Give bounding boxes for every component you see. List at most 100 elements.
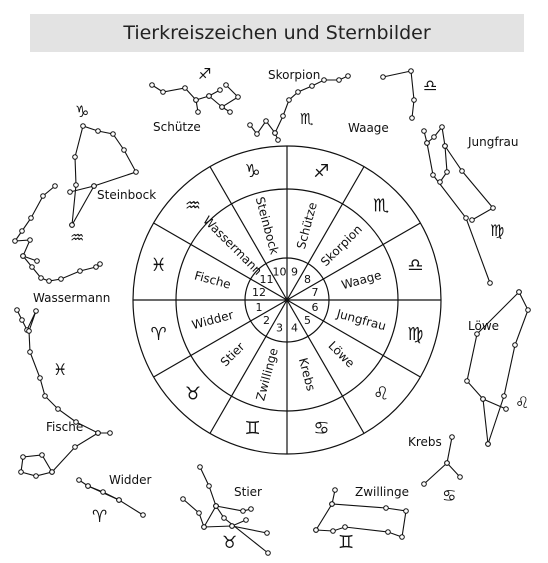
wheel-divider (286, 299, 365, 434)
constellation-line (482, 398, 507, 410)
constellation-label-stier: Stier (234, 485, 262, 499)
constellation-line (249, 75, 349, 135)
star-dot (100, 489, 106, 495)
star-dot (265, 550, 271, 556)
pisces-symbol: ♓ (150, 255, 166, 276)
constellation-label-steinbock: Steinbock (97, 188, 156, 202)
star-dot (182, 85, 188, 91)
capricorn-symbol: ♑ (75, 102, 89, 121)
star-dot (243, 517, 249, 523)
constellation-line (444, 145, 494, 221)
wheel-divider (153, 299, 288, 378)
star-dot (27, 349, 33, 355)
star-dot (295, 89, 301, 95)
star-dot (229, 523, 235, 529)
star-dot (235, 94, 241, 100)
star-dot (380, 74, 386, 80)
star-dot (19, 228, 25, 234)
constellation-waage (382, 70, 415, 119)
star-dot (20, 253, 26, 259)
wheel-number-12: 12 (252, 286, 266, 299)
constellation-label-waage: Waage (348, 121, 389, 135)
star-dot (474, 331, 480, 337)
star-dot (264, 530, 270, 536)
sagittarius-symbol: ♐ (198, 65, 211, 83)
constellation-jungfrau (423, 125, 494, 284)
star-dot (263, 118, 269, 124)
star-dot (437, 179, 443, 185)
star-dot (206, 483, 212, 489)
wheel-number-7: 7 (312, 286, 319, 299)
star-dot (29, 264, 35, 270)
wheel-divider (286, 222, 421, 301)
star-dot (206, 93, 212, 99)
star-dot (329, 501, 335, 507)
star-dot (275, 137, 281, 143)
star-dot (34, 258, 40, 264)
star-dot (49, 469, 55, 475)
constellation-label-loewe: Löwe (468, 319, 499, 333)
constellation-loewe (466, 291, 529, 445)
wheel-dividers (133, 146, 441, 454)
zodiac-wheel (132, 145, 442, 455)
constellation-line (69, 125, 137, 226)
star-dot (33, 473, 39, 479)
constellation-line (466, 291, 520, 445)
virgo-symbol: ♍ (490, 221, 504, 240)
star-dot (116, 497, 122, 503)
star-dot (33, 308, 39, 314)
capricorn-symbol: ♑ (245, 161, 261, 182)
wheel-number-9: 9 (291, 265, 298, 278)
virgo-symbol: ♍ (407, 324, 423, 345)
star-dot (411, 97, 417, 103)
star-dot (223, 82, 229, 88)
constellation-layer: Schütze ♐ Skorpion ♏ Waage ♎ Jungfrau (12, 65, 531, 556)
star-dot (80, 123, 86, 129)
star-dot (221, 515, 227, 521)
star-dot (72, 154, 78, 160)
constellation-skorpion (249, 75, 349, 141)
star-dot (40, 193, 46, 199)
star-dot (280, 113, 286, 119)
star-dot (37, 375, 43, 381)
star-dot (28, 215, 34, 221)
constellation-line (182, 498, 217, 529)
constellation-label-wassermann: Wassermann (33, 291, 110, 305)
constellation-line (382, 70, 415, 119)
star-dot (525, 307, 531, 313)
star-dot (95, 430, 101, 436)
scorpio-symbol: ♏ (373, 195, 389, 216)
libra-symbol: ♎ (423, 76, 437, 95)
wheel-number-3: 3 (276, 322, 283, 335)
star-dot (219, 104, 225, 110)
star-dot (18, 469, 24, 475)
star-dot (313, 527, 319, 533)
star-dot (14, 307, 20, 313)
star-dot (459, 168, 465, 174)
star-dot (330, 528, 336, 534)
star-dot (26, 328, 32, 334)
star-dot (383, 505, 389, 511)
wheel-sign-name: Zwillinge (253, 346, 280, 402)
star-dot (421, 481, 427, 487)
star-dot (20, 454, 26, 460)
constellation-label-jungfrau: Jungfrau (467, 135, 518, 149)
libra-symbol: ♎ (407, 255, 423, 276)
constellation-label-widder: Widder (109, 473, 152, 487)
star-dot (512, 342, 518, 348)
star-dot (469, 217, 475, 223)
star-dot (46, 278, 52, 284)
gemini-symbol: ♊ (338, 532, 354, 553)
star-dot (286, 97, 292, 103)
star-dot (272, 130, 278, 136)
star-dot (464, 378, 470, 384)
wheel-number-8: 8 (304, 273, 311, 286)
wheel-number-1: 1 (255, 301, 262, 314)
constellation-fische (16, 309, 110, 477)
title-bar: Tierkreiszeichen und Sternbilder (30, 14, 524, 52)
wheel-sign-name: Widder (190, 308, 235, 333)
wheel-sign-name: Schütze (294, 201, 320, 251)
wheel-sign-name: Krebs (296, 356, 318, 392)
